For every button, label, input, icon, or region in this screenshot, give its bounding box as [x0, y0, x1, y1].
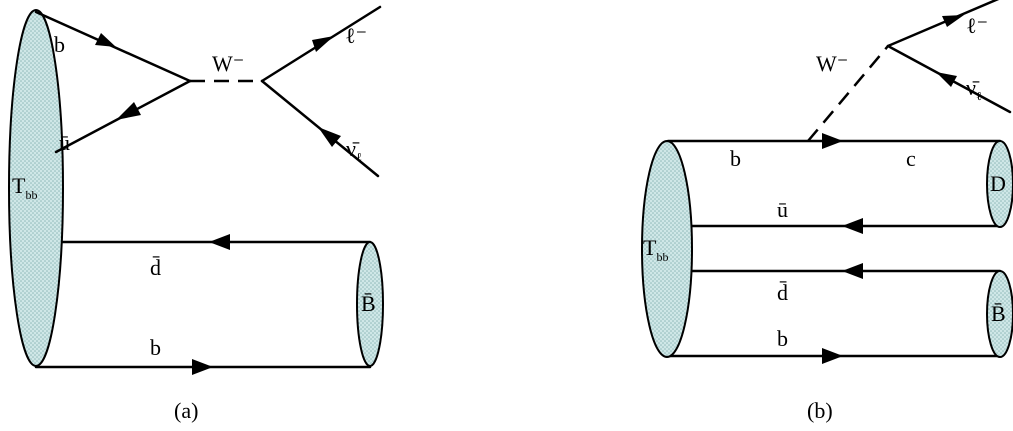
label-meson-b-bar-b: B̄ — [991, 301, 1006, 326]
diagram-b: W⁻ ℓ⁻ ν̄ℓ b c ū d̄ b D B̄ Tbb (b) — [641, 0, 1013, 423]
label-tetraquark-a: Tbb — [12, 173, 37, 202]
label-tetraquark-b: Tbb — [643, 235, 668, 264]
label-meson-b-bar-a: B̄ — [361, 291, 376, 316]
arrow-lepton-b — [942, 15, 964, 27]
arrow-b-lower-b — [822, 348, 843, 364]
w-boson-line-b — [807, 45, 889, 142]
arrow-neutrino-b — [936, 72, 957, 87]
arrow-d-bar-b — [842, 263, 863, 279]
label-c-b: c — [906, 146, 916, 171]
arrow-d-bar-a — [209, 234, 230, 250]
label-u-bar-a: ū — [59, 130, 70, 155]
arrow-lepton-a — [312, 36, 334, 52]
arrow-u-bar-a — [116, 102, 141, 120]
label-b-lower-a: b — [150, 335, 161, 360]
label-u-bar-b: ū — [777, 197, 788, 222]
arrow-b-upper-b — [822, 133, 843, 149]
diagram-a: b ū W⁻ ℓ⁻ ν̄ℓ Tbb d̄ b B̄ (a) — [8, 5, 384, 423]
meson-b-bar-a — [356, 241, 384, 367]
tetraquark-a — [8, 9, 64, 367]
label-d-bar-a: d̄ — [150, 255, 161, 280]
label-neutrino-b: ν̄ℓ — [966, 75, 982, 103]
label-lepton-b: ℓ⁻ — [966, 13, 988, 38]
arrow-neutrino-a — [318, 127, 341, 147]
label-w-boson-a: W⁻ — [212, 51, 244, 76]
arrow-b-lower-a — [192, 359, 213, 375]
label-neutrino-a: ν̄ℓ — [346, 136, 362, 164]
meson-b-bar-b — [986, 270, 1013, 358]
arrow-u-bar-b — [842, 218, 863, 234]
meson-d-b — [986, 140, 1013, 228]
label-d-bar-b: d̄ — [777, 280, 788, 305]
label-b-upper-b: b — [730, 146, 741, 171]
caption-a: (a) — [174, 398, 198, 423]
label-lepton-a: ℓ⁻ — [345, 23, 367, 48]
label-w-boson-b: W⁻ — [816, 51, 848, 76]
caption-b: (b) — [807, 398, 833, 423]
label-b-upper-a: b — [54, 32, 65, 57]
arrow-b-upper-a — [95, 33, 116, 47]
label-meson-d-b: D — [990, 171, 1006, 196]
tetraquark-b — [641, 140, 693, 358]
label-b-lower-b: b — [777, 326, 788, 351]
